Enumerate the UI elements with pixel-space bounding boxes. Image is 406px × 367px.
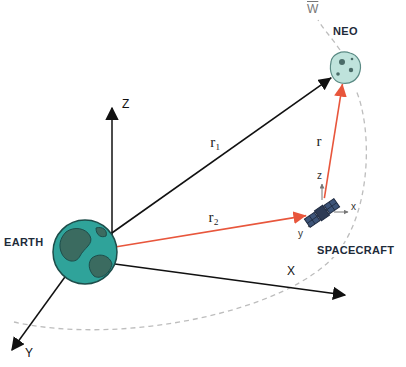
- vector-label: r₂: [207, 209, 219, 226]
- asteroid: [336, 72, 340, 76]
- spacecraft-body: [307, 203, 336, 224]
- body-label: NEO: [332, 25, 359, 38]
- earth-axes: [100, 262, 345, 295]
- earth-axes: [111, 108, 113, 250]
- earth-globe: [96, 227, 106, 236]
- position-vector: [324, 84, 342, 198]
- local-axis-label: y: [297, 228, 304, 240]
- asteroid: [351, 58, 354, 61]
- spacecraft-body: [314, 205, 329, 221]
- asteroid: [349, 68, 353, 72]
- body-node: SPACECRAFT: [306, 198, 338, 228]
- vector-label: r₁: [209, 134, 221, 151]
- asteroid: [330, 52, 360, 83]
- earth-globe: [53, 220, 117, 284]
- local-axis-label: z: [316, 170, 323, 182]
- earth-axes: [12, 108, 345, 350]
- orbit-path: [14, 90, 366, 330]
- asteroid: [330, 52, 360, 83]
- body-node: NEO: [328, 52, 362, 84]
- earth-globe: [89, 255, 112, 277]
- earth-globe: [60, 229, 91, 262]
- body-label: EARTH: [3, 236, 44, 249]
- vector-label: r: [315, 133, 322, 150]
- vector-label: W: [306, 3, 319, 17]
- earth-globe: [53, 220, 117, 284]
- axis-label: X: [286, 265, 296, 279]
- spacecraft-body: [304, 198, 340, 228]
- axis-label: Z: [121, 98, 130, 112]
- axis-label: Y: [24, 347, 34, 361]
- spacecraft-axes: [322, 184, 323, 200]
- body-node: EARTH: [53, 220, 117, 284]
- asteroid: [339, 59, 345, 65]
- body-label: SPACECRAFT: [316, 244, 395, 257]
- orbit-path: [14, 20, 366, 330]
- spacecraft-axes: [334, 212, 348, 213]
- earth-axes: [12, 270, 70, 350]
- position-vector: [111, 78, 331, 234]
- local-axis-label: x: [350, 201, 357, 213]
